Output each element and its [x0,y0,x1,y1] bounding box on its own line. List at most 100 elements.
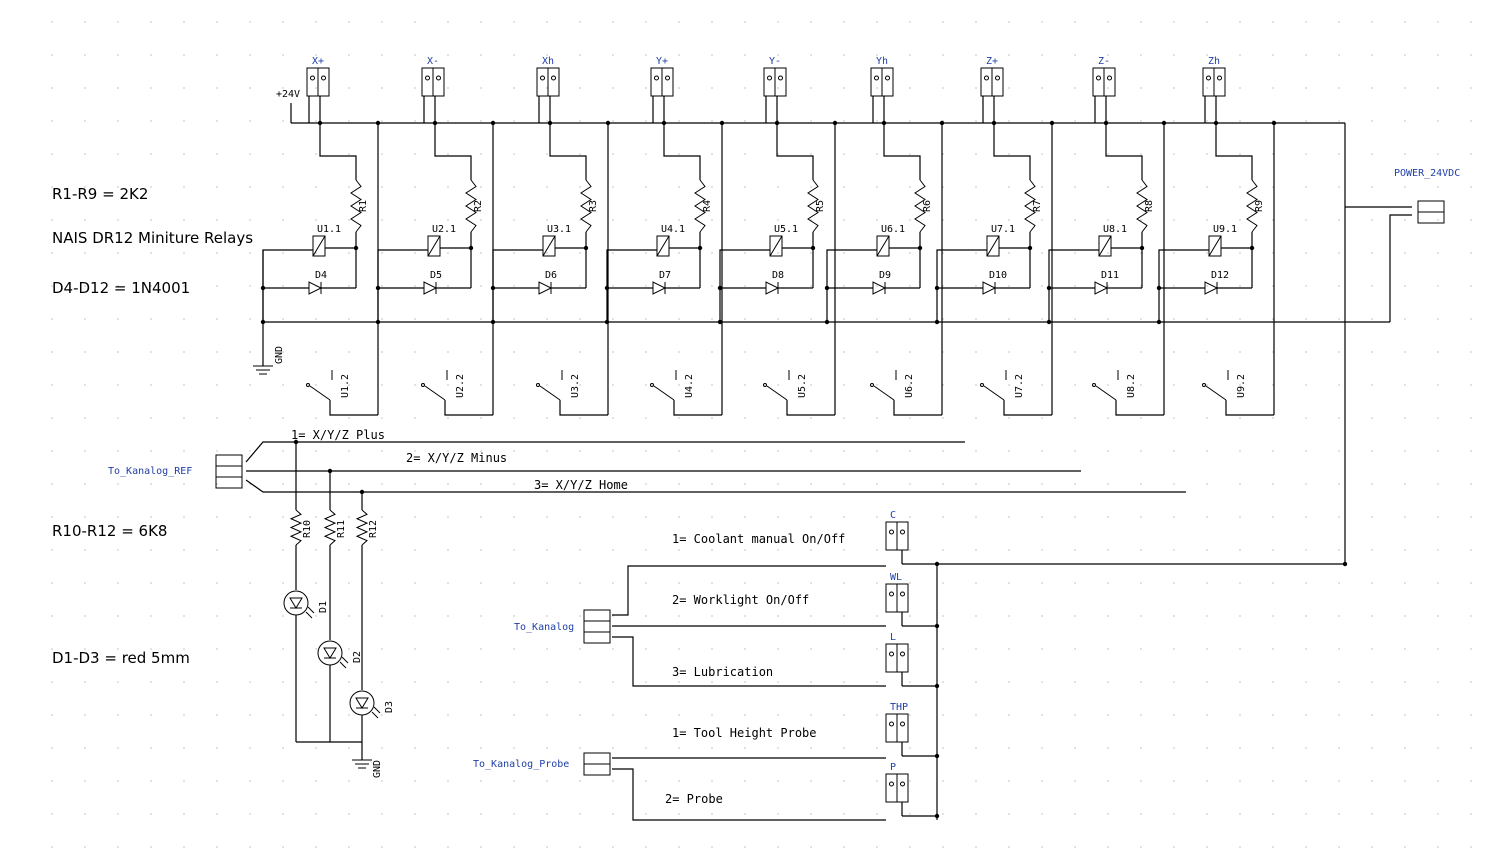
grid-dot [843,186,845,188]
grid-dot [1173,714,1175,716]
relay-coil [876,235,890,257]
ref-connector[interactable]: To_Kanalog_REF [108,454,243,489]
grid-dot [711,582,713,584]
axis-connector-9[interactable] [1202,67,1226,97]
grid-dot [1404,252,1406,254]
axis-connector-4[interactable] [650,67,674,97]
grid-dot [282,351,284,353]
grid-dot [579,747,581,749]
grid-dot [1206,54,1208,56]
contact-blade [873,385,895,401]
axis-connector-8[interactable] [1092,67,1116,97]
grid-dot [942,21,944,23]
grid-dot [216,285,218,287]
grid-dot [216,450,218,452]
grid-dot [744,747,746,749]
grid-dot [711,648,713,650]
grid-dot [51,153,53,155]
relay-coil-ref: U8.1 [1103,224,1127,235]
power-connector[interactable]: POWER_24VDC [1394,168,1460,224]
grid-dot [249,219,251,221]
grid-dot [1008,582,1010,584]
grid-dot [1041,186,1043,188]
grid-dot [216,153,218,155]
grid-dot [315,351,317,353]
grid-dot [1173,54,1175,56]
grid-dot [843,516,845,518]
grid-dot [777,219,779,221]
grid-dot [678,648,680,650]
grid-dot [480,417,482,419]
grid-dot [183,846,185,848]
axis-connector-7[interactable] [980,67,1004,97]
grid-dot [315,21,317,23]
grid-dot [1140,450,1142,452]
probe-connector-2[interactable] [885,773,909,803]
grid-dot [909,285,911,287]
output-connector-3[interactable] [885,643,909,673]
grid-dot [744,87,746,89]
grid-dot [546,318,548,320]
grid-dot [1074,846,1076,848]
supply-24v-label: +24V [276,89,300,100]
grid-dot [282,846,284,848]
relay-contact-ref: U6.2 [904,374,915,398]
axis-connector-6[interactable] [870,67,894,97]
grid-dot [909,417,911,419]
resistor-ref: R7 [1032,200,1043,212]
probe-connector-1[interactable] [885,713,909,743]
kanalog-connector[interactable]: To_Kanalog [514,609,611,644]
grid-dot [1206,219,1208,221]
grid-dot [51,450,53,452]
junction-dot [1139,245,1145,251]
grid-dot [711,450,713,452]
grid-dot [216,483,218,485]
output-connector-1[interactable] [885,521,909,551]
grid-dot [1041,747,1043,749]
grid-dot [1371,351,1373,353]
relay-coil-left-wire [377,249,428,322]
grid-dot [546,582,548,584]
grid-dot [579,450,581,452]
probe-connector[interactable]: To_Kanalog_Probe [473,752,611,776]
axis-connector-3[interactable] [536,67,560,97]
axis-connector-1[interactable] [306,67,330,97]
connector-pin-icon [665,75,670,81]
grid-dot [1437,681,1439,683]
grid-dot [513,483,515,485]
diode-body [423,281,438,295]
grid-dot [579,483,581,485]
grid-dot [1173,21,1175,23]
grid-dot [282,681,284,683]
grid-dot [810,252,812,254]
grid-dot [678,615,680,617]
grid-dot [1437,285,1439,287]
grid-dot [612,846,614,848]
grid-dot [579,714,581,716]
grid-dot [1107,384,1109,386]
grid-dot [381,54,383,56]
grid-dot [447,54,449,56]
grid-dot [1239,747,1241,749]
axis-connector-2[interactable] [421,67,445,97]
grid-dot [711,252,713,254]
grid-dot [1008,615,1010,617]
output-connector-2[interactable] [885,583,909,613]
grid-dot [579,285,581,287]
grid-dot [348,648,350,650]
grid-dot [183,285,185,287]
ref-line-home: 3= X/Y/Z Home [534,478,628,492]
note-r10-r12: R10-R12 = 6K8 [52,522,167,540]
grid-dot [513,87,515,89]
grid-dot [810,21,812,23]
grid-dot [249,54,251,56]
grid-dot [249,516,251,518]
axis-connector-5[interactable] [763,67,787,97]
grid-dot [1272,846,1274,848]
grid-dot [480,516,482,518]
grid-dot [1140,120,1142,122]
grid-dot [480,582,482,584]
grid-dot [612,648,614,650]
grid-dot [678,417,680,419]
grid-dot [975,615,977,617]
